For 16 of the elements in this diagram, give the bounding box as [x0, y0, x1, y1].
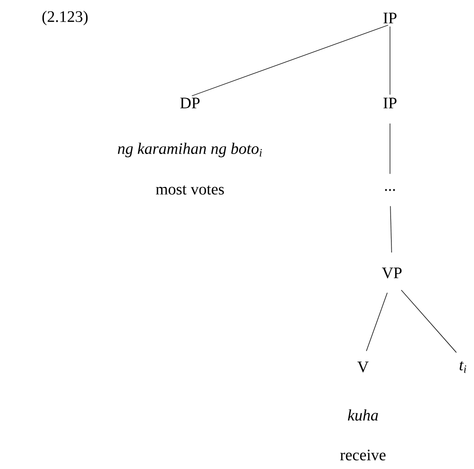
tree-label: IP — [383, 12, 396, 24]
gloss-text: receive — [340, 450, 386, 460]
tree-label: VP — [382, 268, 402, 278]
tree-label: V — [357, 362, 369, 372]
tree-label: t$_{i}$ — [460, 361, 466, 373]
tree-branch — [390, 206, 392, 253]
tree-branch — [192, 24, 388, 96]
gloss-text: most votes — [156, 185, 224, 195]
tree-branch — [400, 290, 457, 353]
gloss-text: ng karamihan ng boto$_{i}$ — [118, 142, 262, 158]
gloss-text: kuha — [348, 409, 378, 421]
tree-branch — [366, 292, 388, 352]
example-number: (2.123) — [42, 10, 88, 26]
tree-label: ... — [385, 189, 395, 191]
tree-label: IP — [383, 98, 396, 108]
tree-label: DP — [180, 98, 200, 108]
